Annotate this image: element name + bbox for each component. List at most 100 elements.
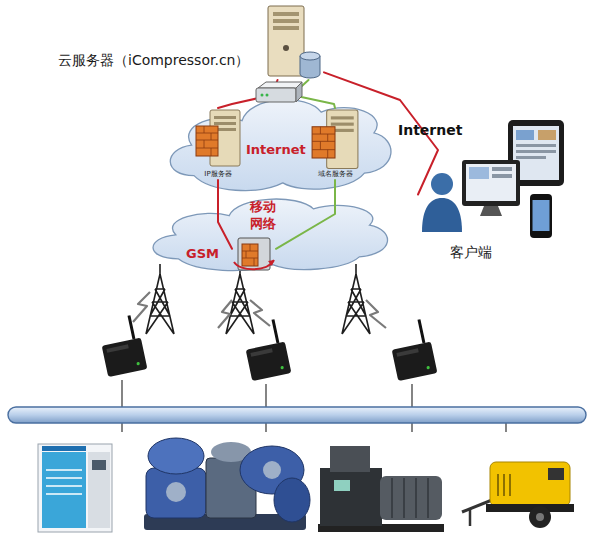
- internet-cloud-shape: [158, 78, 398, 200]
- gsm-modem: [392, 342, 438, 382]
- client-devices-shape: [431, 173, 453, 195]
- cloud-server-shape: [262, 4, 324, 80]
- screw-compressor-cabinet: [46, 477, 82, 479]
- portable-compressor: [548, 468, 564, 480]
- bus-drop: [121, 380, 122, 407]
- cloud-server-shape: [273, 12, 299, 16]
- cloud-server-shape: [300, 52, 320, 60]
- screw-compressor-cabinet: [38, 444, 112, 532]
- gsm-gateway: GSM: [232, 232, 276, 274]
- gsm-modem: [97, 314, 438, 381]
- field-bus: [8, 407, 586, 423]
- internet-cloud: InternetIP服务器 域名服务器: [158, 78, 398, 200]
- screw-compressor-cabinet: [38, 444, 112, 532]
- screw-compressor-cabinet: [42, 446, 86, 451]
- bus-drop: [121, 423, 122, 432]
- portable-compressor: [529, 506, 551, 528]
- portable-compressor: [469, 509, 472, 526]
- node-label: 移动 网络: [250, 198, 280, 232]
- node-label: 客户端: [450, 244, 492, 261]
- centrifugal-compressor: [334, 480, 350, 491]
- ip-server-shape: [196, 126, 218, 156]
- router: [261, 94, 264, 97]
- centrifugal-compressor: [380, 476, 442, 520]
- client-devices-shape: [516, 130, 534, 140]
- centrifugal-compressor: [391, 478, 393, 518]
- piston-compressor: [146, 468, 206, 518]
- radio-tower: [146, 264, 174, 334]
- client-devices-shape: [516, 144, 556, 147]
- centrifugal-compressor: [330, 446, 370, 472]
- ip-server: IP服务器: [194, 108, 242, 180]
- portable-compressor: [536, 513, 544, 521]
- cloud-server-shape: [268, 6, 304, 76]
- gsm-modem: [396, 348, 418, 356]
- piston-compressor: [211, 442, 251, 462]
- gsm-modem: [280, 366, 284, 370]
- radio-signal: [133, 292, 150, 322]
- portable-compressor: [509, 474, 511, 496]
- client-devices-shape: [492, 167, 512, 171]
- node-label: GSM: [186, 246, 219, 262]
- gsm-gateway-shape: [268, 260, 274, 266]
- centrifugal-compressor: [415, 478, 417, 518]
- portable-compressor: [462, 462, 574, 528]
- radio-signal: [218, 300, 232, 328]
- centrifugal-compressor: [320, 468, 382, 526]
- centrifugal-compressor: [318, 524, 444, 532]
- gsm-gateway-shape: [242, 244, 258, 266]
- dns-server-shape: [331, 116, 354, 119]
- client-devices-shape: [492, 174, 512, 178]
- cloud-server-shape: [283, 45, 289, 51]
- piston-compressor: [263, 461, 281, 479]
- gsm-modem: [97, 314, 148, 377]
- node-label: 域名服务器: [310, 170, 360, 178]
- client-devices-shape: [533, 200, 550, 231]
- client-devices-shape: [538, 130, 556, 140]
- client-devices-shape: [422, 198, 462, 232]
- node-label: IP服务器: [194, 170, 242, 178]
- radio-tower: [342, 264, 370, 334]
- gsm-modem: [387, 318, 438, 381]
- bus-drop: [265, 384, 266, 407]
- ip-server-shape: [194, 108, 242, 180]
- link-label: Internet: [398, 122, 462, 138]
- portable-compressor: [490, 462, 570, 506]
- radio-signal: [133, 292, 386, 328]
- radio-tower: [226, 264, 254, 334]
- dns-server-shape: [312, 127, 335, 158]
- node-label: Internet: [246, 142, 306, 158]
- piston-compressor: [274, 478, 310, 522]
- dns-server-shape: [310, 108, 360, 180]
- piston-compressor: [206, 458, 256, 518]
- portable-compressor: [462, 500, 492, 512]
- piston-compressor: [240, 446, 304, 494]
- bus-drop: [411, 423, 412, 432]
- dns-server: 域名服务器: [310, 108, 360, 180]
- gsm-modem: [419, 319, 424, 342]
- radio-signal: [250, 300, 270, 326]
- portable-compressor: [497, 474, 499, 496]
- gsm-modem: [250, 348, 272, 356]
- piston-compressor: [144, 438, 310, 530]
- gsm-gateway-shape: [232, 232, 276, 274]
- screw-compressor-cabinet: [88, 452, 110, 528]
- bus-drop: [411, 384, 412, 407]
- gsm-modem: [136, 362, 140, 366]
- client-devices-shape: [516, 156, 546, 159]
- portable-compressor: [503, 474, 505, 496]
- ip-server-shape: [214, 116, 236, 119]
- gsm-modem: [129, 315, 134, 338]
- cloud-server-shape: [273, 26, 299, 30]
- router: [296, 82, 302, 102]
- gsm-modem: [426, 366, 430, 370]
- router: [256, 82, 302, 102]
- client-devices-shape: [462, 160, 520, 206]
- ip-server-shape: [214, 122, 236, 125]
- field-bus: [8, 407, 586, 423]
- gsm-gateway-shape: [234, 260, 274, 269]
- dns-server-shape: [331, 123, 354, 126]
- cloud-server-shape: [273, 19, 299, 23]
- piston-compressor: [166, 482, 186, 502]
